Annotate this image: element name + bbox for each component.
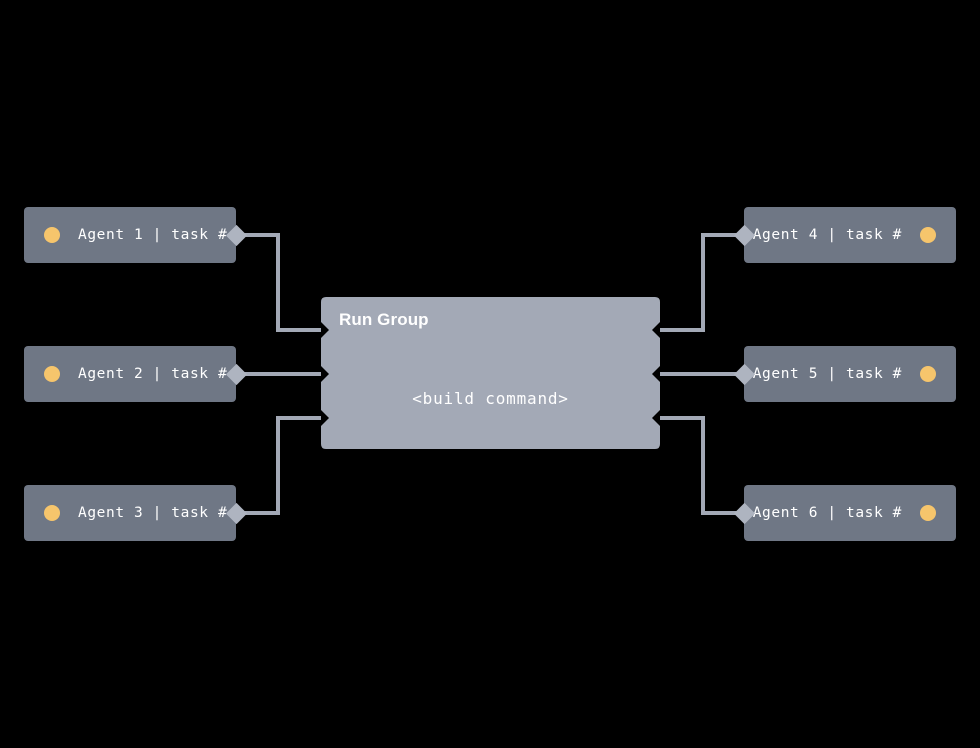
agent-node-2[interactable]: Agent 2 | task # [24, 346, 236, 402]
agent-node-3[interactable]: Agent 3 | task # [24, 485, 236, 541]
run-group-title: Run Group [339, 310, 429, 329]
status-dot-icon [920, 505, 936, 521]
status-dot-icon [920, 227, 936, 243]
status-dot-icon [44, 505, 60, 521]
edge-agent3-to-rungroup [243, 416, 321, 515]
run-group-command: <build command> [412, 389, 569, 408]
agent-node-6[interactable]: Agent 6 | task # [744, 485, 956, 541]
edge-rungroup-to-agent6 [660, 416, 737, 515]
agent-node-5[interactable]: Agent 5 | task # [744, 346, 956, 402]
status-dot-icon [920, 366, 936, 382]
run-group-content: Run Group <build command> [321, 297, 660, 449]
agent-node-label: Agent 5 | task # [752, 366, 902, 382]
agent-node-label: Agent 2 | task # [78, 366, 228, 382]
agent-node-label: Agent 4 | task # [752, 227, 902, 243]
status-dot-icon [44, 227, 60, 243]
edge-agent1-to-rungroup [243, 233, 321, 332]
agent-node-label: Agent 6 | task # [752, 505, 902, 521]
edge-rungroup-to-agent4 [660, 233, 737, 332]
run-group-panel[interactable]: Run Group <build command> [321, 297, 660, 449]
status-dot-icon [44, 366, 60, 382]
agent-node-1[interactable]: Agent 1 | task # [24, 207, 236, 263]
agent-node-4[interactable]: Agent 4 | task # [744, 207, 956, 263]
agent-node-label: Agent 1 | task # [78, 227, 228, 243]
agent-node-label: Agent 3 | task # [78, 505, 228, 521]
run-group-panel-shape [321, 297, 660, 449]
